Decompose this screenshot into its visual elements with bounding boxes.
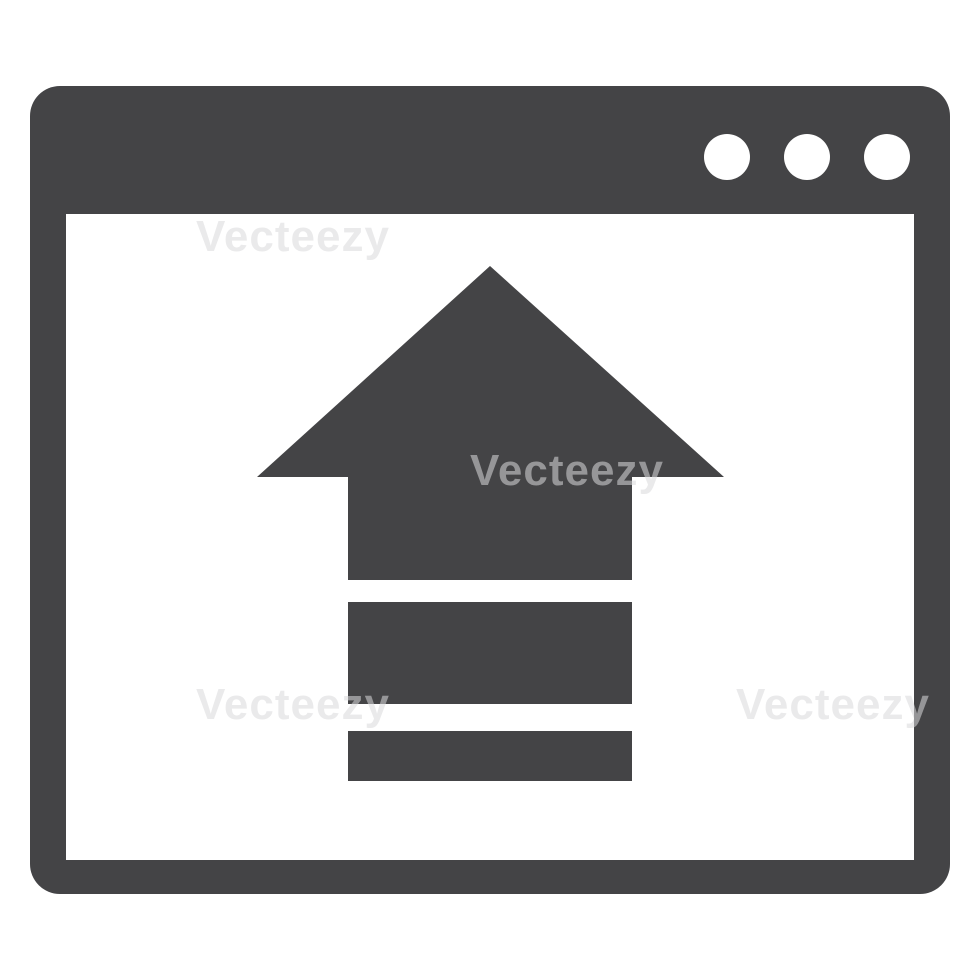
window-control-dot [864,134,910,180]
window-control-dot [704,134,750,180]
window-content-area [66,214,914,860]
window-title-bar [30,86,950,214]
window-controls [704,134,910,180]
window-control-dot [784,134,830,180]
browser-window-icon [30,86,950,894]
